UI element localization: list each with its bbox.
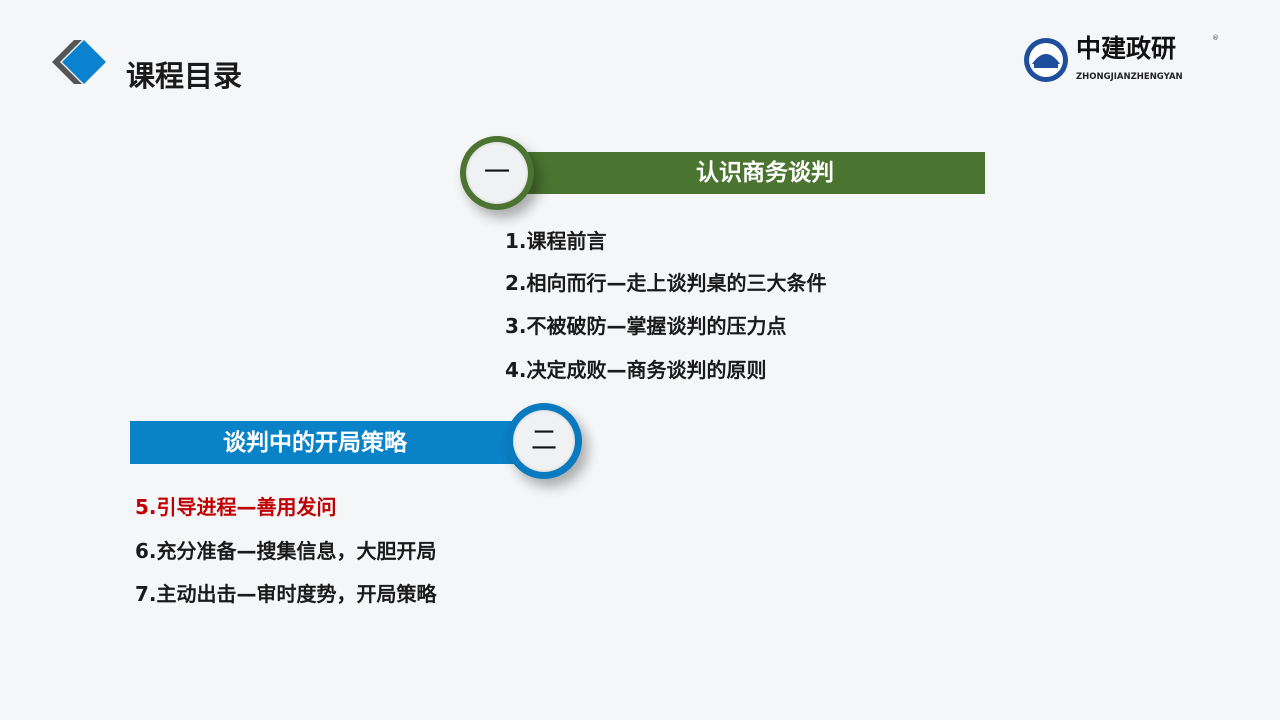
list-item-active[interactable]: 5.引导进程—善用发问 (135, 495, 337, 519)
logo-registered-mark: ® (1212, 34, 1219, 42)
list-item[interactable]: 3.不被破防—掌握谈判的压力点 (505, 314, 787, 338)
list-item[interactable]: 6.充分准备—搜集信息，大胆开局 (135, 539, 437, 563)
section-1-title: 认识商务谈判 (696, 160, 834, 186)
section-1-number-badge: 一 (460, 136, 534, 210)
logo-subtitle: ZHONGJIANZHENGYAN (1076, 72, 1183, 82)
header-diamond-icon (48, 36, 112, 88)
list-item[interactable]: 7.主动出击—审时度势，开局策略 (135, 582, 437, 606)
list-item[interactable]: 4.决定成败—商务谈判的原则 (505, 358, 767, 382)
logo: 中建政研 ZHONGJIANZHENGYAN ® (1022, 34, 1222, 86)
list-item[interactable]: 2.相向而行—走上谈判桌的三大条件 (505, 271, 827, 295)
section-2-number: 二 (513, 410, 575, 472)
section-2-title: 谈判中的开局策略 (223, 429, 407, 456)
logo-emblem-icon (1024, 38, 1068, 82)
page-title: 课程目录 (126, 59, 243, 93)
section-2-number-badge: 二 (506, 403, 582, 479)
list-item[interactable]: 1.课程前言 (505, 229, 607, 253)
section-1-number: 一 (466, 142, 528, 204)
section-2-header: 谈判中的开局策略 (130, 421, 540, 464)
section-1-header: 认识商务谈判 (520, 152, 985, 194)
logo-name: 中建政研 (1076, 34, 1177, 63)
